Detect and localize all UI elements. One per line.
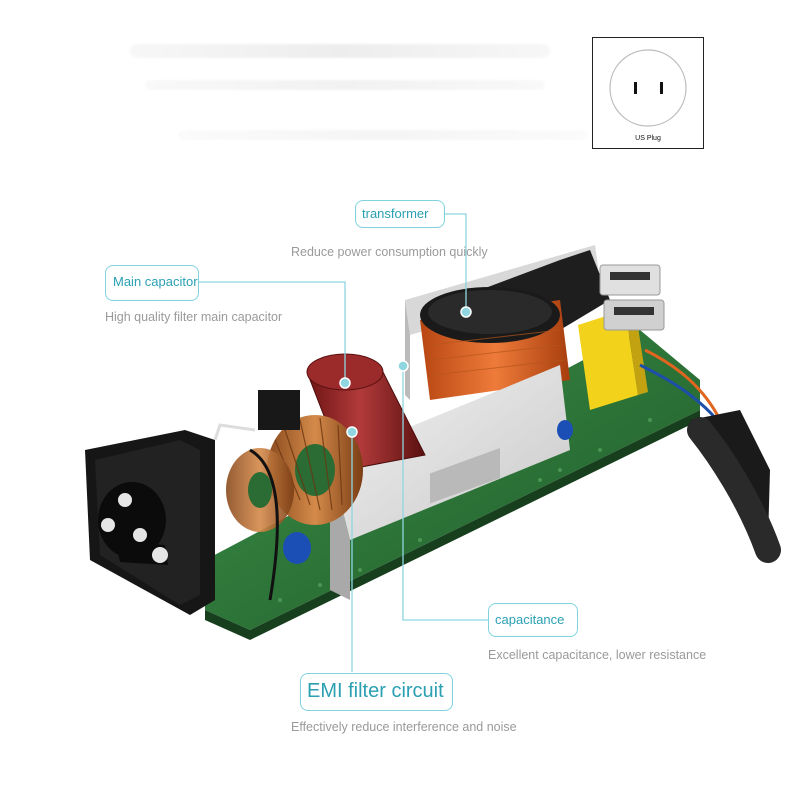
- faded-header-text: [130, 44, 550, 58]
- transformer-label-text: transformer: [362, 206, 429, 221]
- emi-filter-description: Effectively reduce interference and nois…: [291, 720, 517, 734]
- blue-capacitor: [283, 532, 311, 564]
- main-capacitor-line: [198, 281, 346, 382]
- capacitance-line: [402, 368, 490, 621]
- emi-filter-label-text: EMI filter circuit: [307, 680, 444, 702]
- transformer-line: [443, 213, 467, 310]
- dc-cable: [687, 410, 781, 563]
- emi-filter-label: EMI filter circuit: [300, 673, 453, 711]
- faded-header-subtext: [145, 80, 545, 90]
- emi-filter-coils: [226, 415, 363, 532]
- ac-power-socket: [85, 430, 215, 615]
- us-outlet-icon: [609, 49, 687, 127]
- capacitance-description: Excellent capacitance, lower resistance: [488, 648, 707, 662]
- transformer-component: [420, 287, 570, 400]
- capacitance-label-text: capacitance: [495, 612, 565, 627]
- callout-lines: [198, 213, 490, 672]
- faded-header-subtext-2: [178, 130, 588, 140]
- us-plug-box: US Plug: [592, 37, 704, 149]
- main-capacitor-description: High quality filter main capacitor: [105, 310, 283, 324]
- capacitance-label: capacitance: [488, 603, 578, 637]
- usb-ports: [599, 264, 665, 331]
- main-capacitor-label: Main capacitor: [105, 265, 199, 301]
- main-capacitor-label-text: Main capacitor: [113, 274, 198, 289]
- transformer-label: transformer: [355, 200, 445, 228]
- transformer-description: Reduce power consumption quickly: [291, 245, 488, 259]
- us-plug-caption: US Plug: [635, 135, 661, 142]
